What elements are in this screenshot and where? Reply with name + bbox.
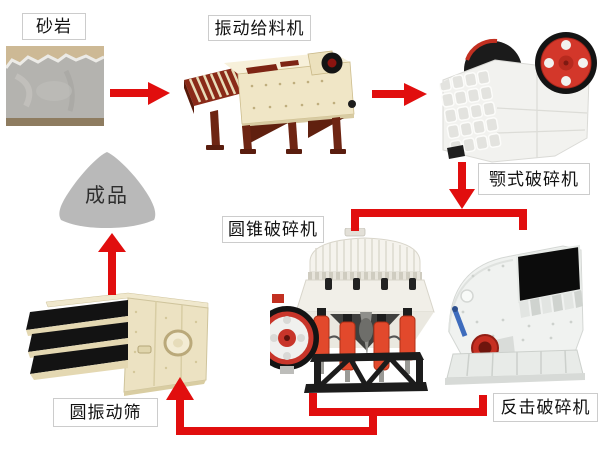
cone-crusher-image: [270, 228, 435, 393]
feeder-grizzly-deck: [184, 66, 254, 106]
vibrating-feeder-image: [184, 50, 356, 154]
label-feeder: 振动给料机: [208, 15, 311, 41]
label-cone-crusher: 圆锥破碎机: [222, 216, 324, 243]
label-material: 砂岩: [22, 13, 86, 40]
sandstone-photo: [6, 46, 104, 126]
arrow-jaw-down: [449, 162, 475, 209]
vibrating-screen-image: [26, 292, 209, 396]
jaw-crusher-image: [438, 32, 597, 163]
impact-crusher-image: [445, 244, 585, 385]
connector-crushers-join: [309, 393, 487, 416]
arrow-material-to-feeder: [110, 82, 170, 105]
arrow-screen-to-product: [98, 233, 126, 295]
product-pile: [59, 152, 156, 228]
arrow-feeder-to-jaw: [372, 83, 427, 106]
product-label: 成品: [85, 184, 129, 207]
jaw-crusher-flywheel: [535, 32, 597, 94]
connector-to-screen: [176, 399, 377, 435]
impact-crusher-hydraulic-rod: [452, 309, 468, 337]
label-impact-crusher: 反击破碎机: [493, 393, 598, 422]
label-jaw-crusher: 颚式破碎机: [478, 163, 590, 195]
impact-crusher-inlet: [517, 246, 581, 302]
label-vibrating-screen: 圆振动筛: [53, 398, 158, 427]
cone-crusher-base-frame: [304, 352, 428, 393]
cone-crusher-flywheel: [270, 306, 319, 374]
screen-decks: [26, 300, 128, 380]
